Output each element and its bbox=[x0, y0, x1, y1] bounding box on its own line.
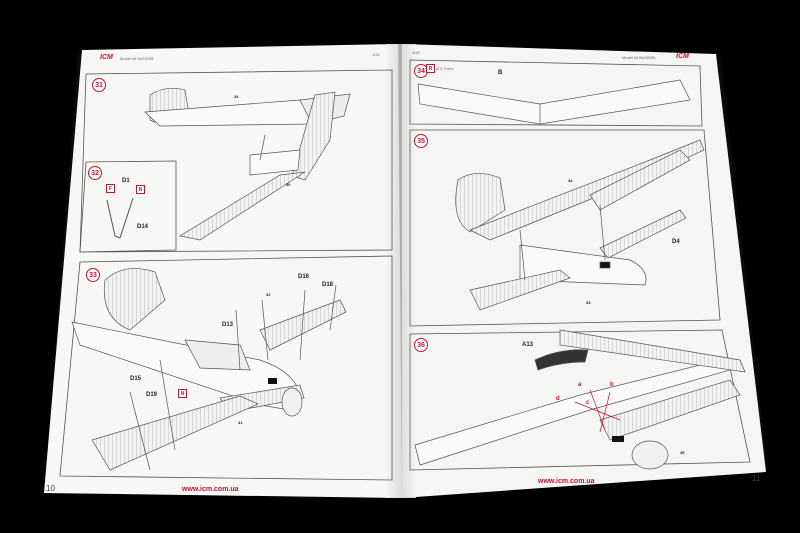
url-right: www.icm.com.ua bbox=[538, 478, 595, 485]
scale-right: 1/32 bbox=[412, 50, 420, 55]
panel-32 bbox=[79, 160, 177, 253]
step33-drawing bbox=[71, 268, 347, 471]
callout-d1: D1 bbox=[122, 178, 130, 184]
step34-drawing bbox=[417, 79, 691, 125]
callout-d18: D18 bbox=[322, 282, 334, 288]
callout-b: B bbox=[498, 70, 503, 76]
step31-drawing bbox=[144, 88, 351, 241]
step-badge-33: 33 bbox=[86, 268, 100, 282]
icm-logo-right: ICM bbox=[676, 53, 689, 60]
kit-label-left: Model kit No32035 bbox=[120, 56, 154, 61]
step35-drawing bbox=[455, 139, 705, 311]
mark-n: N bbox=[136, 185, 145, 194]
callout-d13: D13 bbox=[222, 322, 234, 328]
scale-left: 1/32 bbox=[372, 52, 380, 57]
panel-36 bbox=[409, 329, 751, 471]
icm-logo-left: ICM bbox=[100, 54, 113, 61]
callout-a: a bbox=[578, 382, 582, 388]
callout-b-step36: b bbox=[610, 382, 614, 388]
callout-31-step33: 31 bbox=[238, 420, 243, 425]
mark-r: R bbox=[426, 64, 435, 73]
mark-f: F bbox=[106, 184, 115, 193]
callout-d15: D15 bbox=[130, 376, 142, 382]
url-left: www.icm.com.ua bbox=[182, 486, 239, 493]
panel-35 bbox=[409, 129, 721, 327]
black-decal-left bbox=[268, 378, 277, 384]
callout-a13: A13 bbox=[522, 342, 534, 348]
kit-label-right: Model kit No32035 bbox=[622, 55, 656, 60]
callout-d16: D16 bbox=[298, 274, 310, 280]
step-badge-35: 35 bbox=[414, 134, 428, 148]
panel-34 bbox=[409, 59, 703, 127]
drill-size: Ø 0.3 mm bbox=[436, 66, 454, 71]
step32-drawing bbox=[106, 197, 134, 239]
callout-33-step35: 33 bbox=[586, 300, 591, 305]
callout-d: d bbox=[556, 396, 560, 402]
panel-33 bbox=[59, 255, 393, 481]
step-badge-36: 36 bbox=[414, 338, 428, 352]
step36-drawing bbox=[414, 329, 746, 470]
callout-c: c bbox=[586, 400, 590, 406]
panel-31 bbox=[79, 69, 393, 253]
black-decal-right bbox=[612, 436, 624, 442]
callout-35-step36: 35 bbox=[680, 450, 685, 455]
page-number-right: 11 bbox=[752, 474, 761, 483]
step-badge-31: 31 bbox=[92, 78, 106, 92]
mark-n-step33: N bbox=[178, 389, 187, 398]
step-badge-32: 32 bbox=[88, 166, 102, 180]
callout-d14: D14 bbox=[137, 224, 149, 230]
callout-d4: D4 bbox=[672, 239, 680, 245]
callout-30-step31: 30 bbox=[286, 182, 291, 187]
callout-32-step33: 32 bbox=[266, 292, 271, 297]
callout-34-step35: 34 bbox=[568, 178, 573, 183]
callout-d19: D19 bbox=[146, 392, 158, 398]
page-number-left: 10 bbox=[46, 484, 55, 493]
callout-34-step31: 34 bbox=[234, 94, 239, 99]
